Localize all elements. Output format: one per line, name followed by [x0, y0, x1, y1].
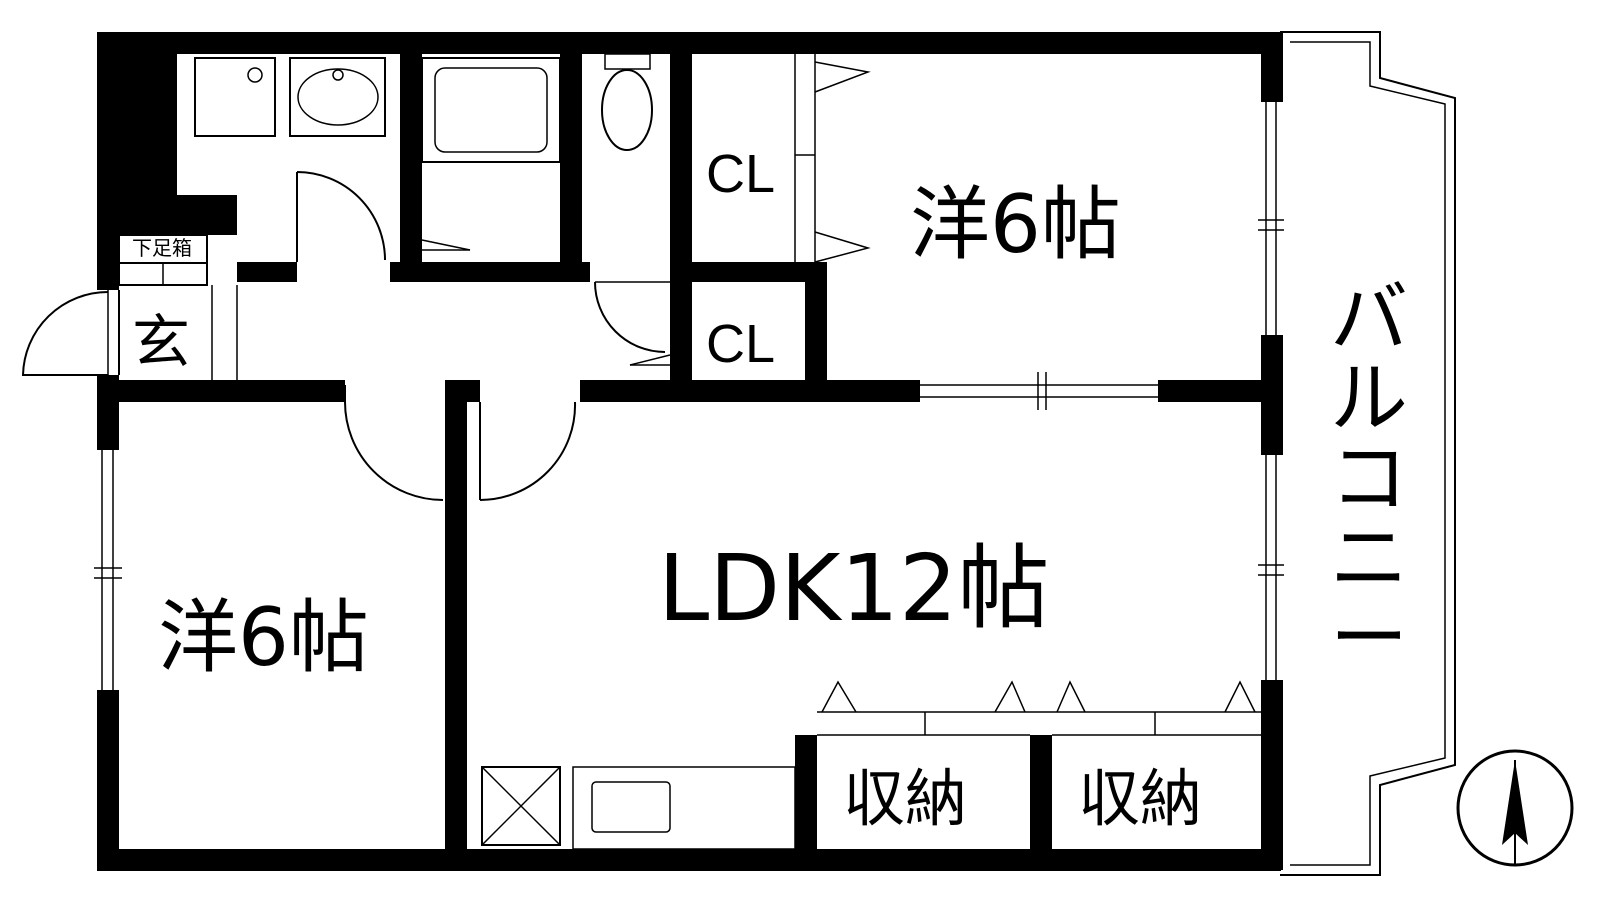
entrance — [21, 234, 238, 380]
toilet — [594, 53, 671, 366]
closet-doors — [794, 54, 871, 263]
north-arrow-icon — [1456, 749, 1574, 867]
shoe-box-label: 下足箱 — [132, 236, 192, 260]
room-doors — [344, 385, 577, 501]
closet-label-lower: CL — [706, 314, 775, 374]
balcony-label-char: コ — [1330, 434, 1408, 524]
interior-walls — [97, 54, 1281, 860]
kitchen-counter — [481, 766, 796, 850]
balcony-label-char: ー — [1330, 594, 1408, 684]
balcony-label-char: ニ — [1330, 514, 1408, 604]
bedroom-north-label: 洋6帖 — [910, 178, 1121, 271]
closet-label-upper: CL — [706, 144, 775, 204]
storage-doors — [817, 680, 1261, 736]
balcony-label-char: バ — [1330, 274, 1408, 364]
storage-label-right: 収納 — [1078, 762, 1202, 835]
balcony-label-char: ル — [1330, 354, 1408, 444]
washroom-fixtures — [194, 57, 471, 262]
bathtub — [421, 57, 561, 163]
balcony-outline — [1280, 31, 1456, 876]
storage-label-left: 収納 — [843, 762, 967, 835]
entrance-label: 玄 — [132, 308, 190, 376]
windows — [94, 102, 1284, 690]
ldk-label: LDK12帖 — [658, 535, 1050, 642]
bedroom-west-label: 洋6帖 — [158, 591, 369, 684]
balcony-label: バ ル コ ニ ー — [1330, 274, 1408, 684]
